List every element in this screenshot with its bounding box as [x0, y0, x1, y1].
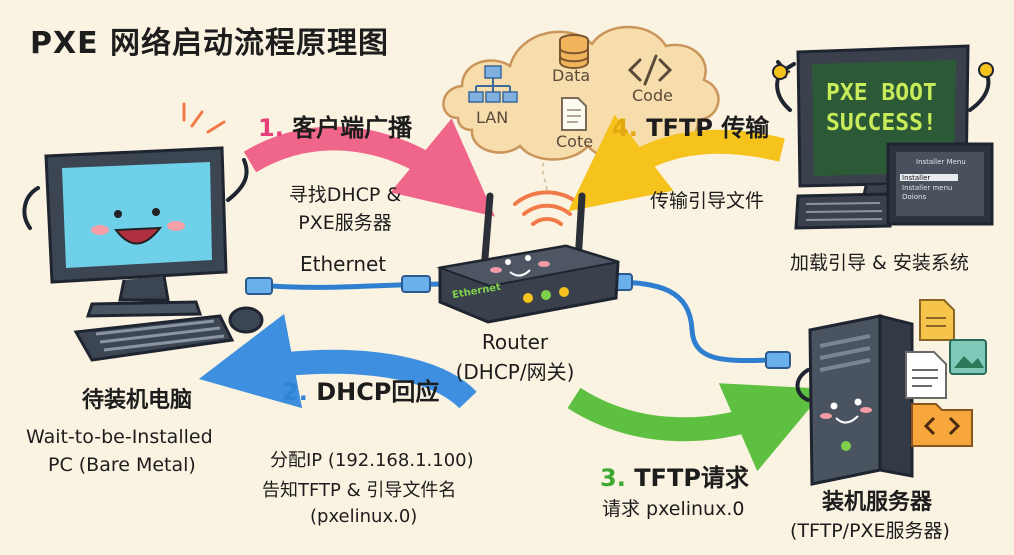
wifi-signal-icon — [513, 159, 581, 226]
step4-desc: 传输引导文件 — [650, 190, 765, 212]
step1-desc-line2: PXE服务器 — [298, 212, 392, 234]
screen-line2: SUCCESS! — [826, 110, 937, 136]
step3-arrow — [567, 383, 826, 472]
router-name: Router — [481, 330, 549, 354]
installer-menu-item3: Ooions — [902, 193, 927, 201]
step1-label: 客户端广播 — [292, 114, 413, 142]
code-icon — [627, 54, 673, 86]
step4-number: 4. — [612, 114, 638, 142]
monitor-caption: 加载引导 & 安装系统 — [790, 252, 969, 274]
client-computer — [22, 102, 249, 318]
step1-arrow — [243, 118, 495, 217]
document-icon — [561, 97, 587, 131]
installer-window — [886, 142, 994, 226]
cloud-label-data: Data — [552, 66, 591, 85]
step2-label: DHCP回应 — [316, 378, 440, 406]
client-name-en-line1: Wait-to-be-Installed — [26, 426, 213, 448]
keyboard — [73, 314, 235, 362]
router-device — [436, 192, 620, 324]
network-tree-icon — [468, 65, 518, 103]
step2-desc-line3: (pxelinux.0) — [310, 506, 418, 527]
step4-label: TFTP 传输 — [646, 114, 770, 142]
ethernet-label: Ethernet — [300, 252, 387, 276]
step2-desc-line2: 告知TFTP & 引导文件名 — [262, 480, 457, 501]
router-subtitle: (DHCP/网关) — [455, 360, 575, 384]
installer-menu-item2: Installer menu — [902, 184, 953, 192]
cloud-label-code: Code — [632, 86, 673, 105]
step3-label: TFTP请求 — [634, 464, 749, 492]
page-title: PXE 网络启动流程原理图 — [30, 26, 390, 61]
step4-heading: 4. TFTP 传输 — [612, 108, 769, 143]
client-name-cn: 待装机电脑 — [82, 388, 193, 413]
step2-number: 2. — [282, 378, 308, 406]
ethernet-cable-right — [603, 273, 791, 369]
step3-desc: 请求 pxelinux.0 — [602, 498, 745, 520]
screen-line1: PXE BOOT — [826, 80, 937, 106]
ethernet-cable-left — [245, 275, 453, 295]
database-icon — [559, 34, 589, 69]
cloud-label-lan: LAN — [476, 108, 509, 127]
step1-heading: 1. 客户端广播 — [258, 108, 412, 143]
server-name-cn: 装机服务器 — [822, 490, 933, 515]
step2-desc-line1: 分配IP (192.168.1.100) — [270, 450, 474, 471]
mouse — [228, 306, 264, 334]
server-tower — [795, 314, 914, 486]
step2-arrow — [198, 313, 477, 409]
file-icons — [905, 299, 987, 447]
server-subtitle: (TFTP/PXE服务器) — [790, 520, 950, 542]
step1-desc-line1: 寻找DHCP & — [288, 184, 402, 206]
step4-arrow — [568, 114, 785, 212]
client-name-en-line2: PC (Bare Metal) — [48, 454, 196, 476]
step2-heading: 2. DHCP回应 — [282, 372, 439, 407]
step1-number: 1. — [258, 114, 284, 142]
installer-menu-item1: Installer — [902, 174, 931, 182]
installer-menu-title: Installer Menu — [916, 158, 966, 166]
step3-number: 3. — [600, 464, 626, 492]
step3-heading: 3. TFTP请求 — [600, 458, 749, 493]
cloud-label-cote: Cote — [556, 132, 594, 151]
